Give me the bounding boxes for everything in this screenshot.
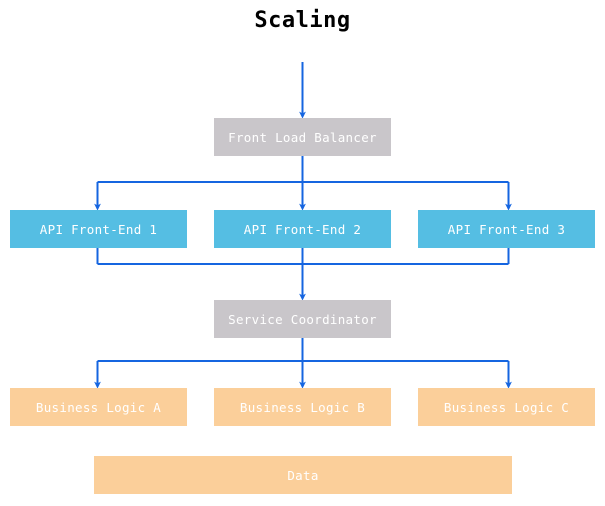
- node-business-logic-a[interactable]: Business Logic A: [10, 388, 187, 426]
- node-business-logic-b[interactable]: Business Logic B: [214, 388, 391, 426]
- node-front-load-balancer[interactable]: Front Load Balancer: [214, 118, 391, 156]
- node-label: Business Logic C: [443, 399, 570, 415]
- node-label: Data: [287, 467, 319, 483]
- node-api-front-end-3[interactable]: API Front-End 3: [418, 210, 595, 248]
- node-label: API Front-End 2: [243, 221, 362, 237]
- node-label: Service Coordinator: [228, 311, 377, 327]
- page-title: Scaling: [254, 8, 351, 33]
- node-label: Business Logic B: [239, 399, 366, 415]
- node-data[interactable]: Data: [94, 456, 512, 494]
- node-api-front-end-2[interactable]: API Front-End 2: [214, 210, 391, 248]
- node-label: Business Logic A: [35, 399, 162, 415]
- node-api-front-end-1[interactable]: API Front-End 1: [10, 210, 187, 248]
- node-label: API Front-End 1: [39, 221, 158, 237]
- node-business-logic-c[interactable]: Business Logic C: [418, 388, 595, 426]
- node-service-coordinator[interactable]: Service Coordinator: [214, 300, 391, 338]
- node-label: API Front-End 3: [447, 221, 566, 237]
- node-label: Front Load Balancer: [228, 129, 377, 145]
